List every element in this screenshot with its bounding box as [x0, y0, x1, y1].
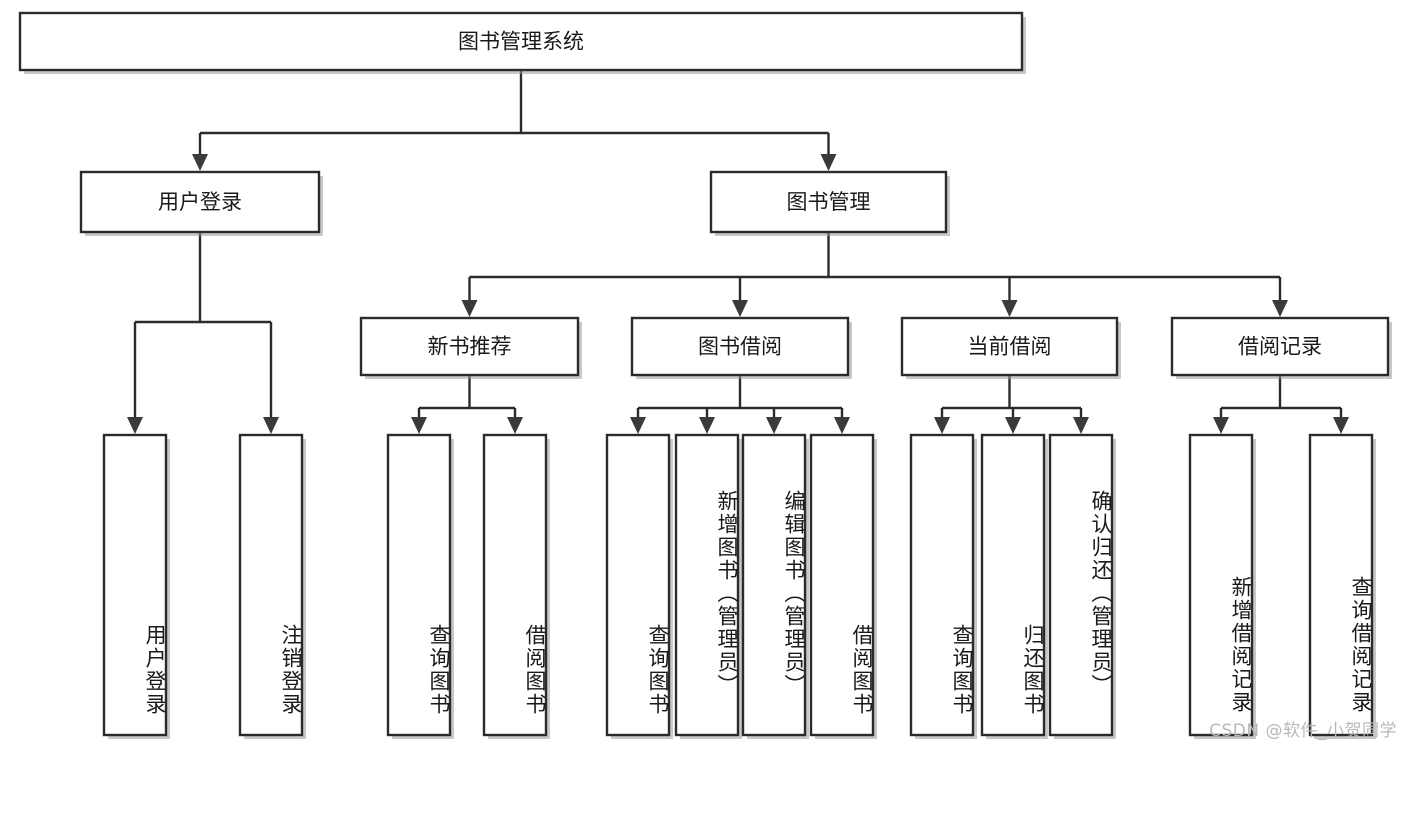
- box-outline: [102, 433, 168, 737]
- flowchart-canvas: 图书管理系统用户登录图书管理新书推荐图书借阅当前借阅借阅记录 用户登录注销登录查…: [18, 11, 1397, 741]
- arrow-head-icon: [630, 417, 646, 434]
- box-outline: [18, 11, 1024, 72]
- arrow-head-icon: [1272, 300, 1288, 317]
- arrow-head-icon: [934, 417, 950, 434]
- arrow-head-icon: [820, 154, 837, 171]
- arrow-head-icon: [766, 417, 782, 434]
- arrow-head-icon: [192, 154, 208, 171]
- box-outline: [909, 433, 975, 737]
- node-label: 当前借阅: [968, 335, 1052, 359]
- node-label: 图书管理: [787, 190, 871, 214]
- box-outline: [1048, 433, 1114, 737]
- node-user-login[interactable]: 用户登录: [79, 170, 323, 236]
- arrow-head-icon: [732, 300, 748, 317]
- node-label: 借阅记录: [1238, 335, 1322, 359]
- box-outline: [709, 170, 948, 234]
- arrow-head-icon: [699, 417, 715, 434]
- box-outline: [809, 433, 875, 737]
- box-outline: [238, 433, 304, 737]
- box-outline: [900, 316, 1119, 377]
- node-leaf-confirm-return[interactable]: [1048, 433, 1116, 739]
- node-root-图书管理系统[interactable]: 图书管理系统: [18, 11, 1026, 74]
- box-outline: [605, 433, 671, 737]
- node-borrow-record[interactable]: 借阅记录: [1170, 316, 1392, 379]
- arrow-head-icon: [1005, 417, 1021, 434]
- arrow-head-icon: [263, 417, 279, 434]
- node-leaf-add-book[interactable]: [674, 433, 742, 739]
- node-leaf-return-book[interactable]: [980, 433, 1048, 739]
- box-outline: [1170, 316, 1390, 377]
- box-outline: [386, 433, 452, 737]
- arrow-head-icon: [1001, 300, 1018, 317]
- arrow-head-icon: [1213, 417, 1229, 434]
- box-outline: [980, 433, 1046, 737]
- box-outline: [359, 316, 580, 377]
- node-leaf-logout[interactable]: [238, 433, 306, 739]
- arrow-head-icon: [507, 417, 523, 434]
- arrow-head-icon: [834, 417, 850, 434]
- node-book-manage[interactable]: 图书管理: [709, 170, 950, 236]
- box-outline: [482, 433, 548, 737]
- arrow-head-icon: [1333, 417, 1349, 434]
- box-outline: [674, 433, 740, 737]
- node-leaf-edit-book[interactable]: [741, 433, 809, 739]
- arrow-head-icon: [1073, 417, 1089, 434]
- box-outline: [741, 433, 807, 737]
- connector-layer: [127, 70, 1349, 434]
- arrow-head-icon: [411, 417, 427, 434]
- watermark-text: CSDN @软件_小贺同学: [1209, 721, 1397, 741]
- node-leaf-user-login[interactable]: [102, 433, 170, 739]
- node-leaf-query-book-3[interactable]: [909, 433, 977, 739]
- node-new-book-rec[interactable]: 新书推荐: [359, 316, 582, 379]
- box-outline: [1308, 433, 1374, 737]
- node-leaf-borrow-book-2[interactable]: [809, 433, 877, 739]
- node-leaf-borrow-book-1[interactable]: [482, 433, 550, 739]
- box-outline: [79, 170, 321, 234]
- node-label: 图书借阅: [698, 335, 782, 359]
- node-leaf-query-book-1[interactable]: [386, 433, 454, 739]
- node-current-borrow[interactable]: 当前借阅: [900, 316, 1121, 379]
- box-outline: [1188, 433, 1254, 737]
- node-label: 用户登录: [158, 190, 242, 214]
- node-label: 图书管理系统: [458, 30, 584, 54]
- node-leaf-query-record[interactable]: [1308, 433, 1376, 739]
- arrow-head-icon: [461, 300, 478, 317]
- node-leaf-query-book-2[interactable]: [605, 433, 673, 739]
- node-book-borrow[interactable]: 图书借阅: [630, 316, 852, 379]
- arrow-head-icon: [127, 417, 143, 434]
- node-label: 新书推荐: [428, 335, 512, 359]
- box-outline: [630, 316, 850, 377]
- node-leaf-add-record[interactable]: [1188, 433, 1256, 739]
